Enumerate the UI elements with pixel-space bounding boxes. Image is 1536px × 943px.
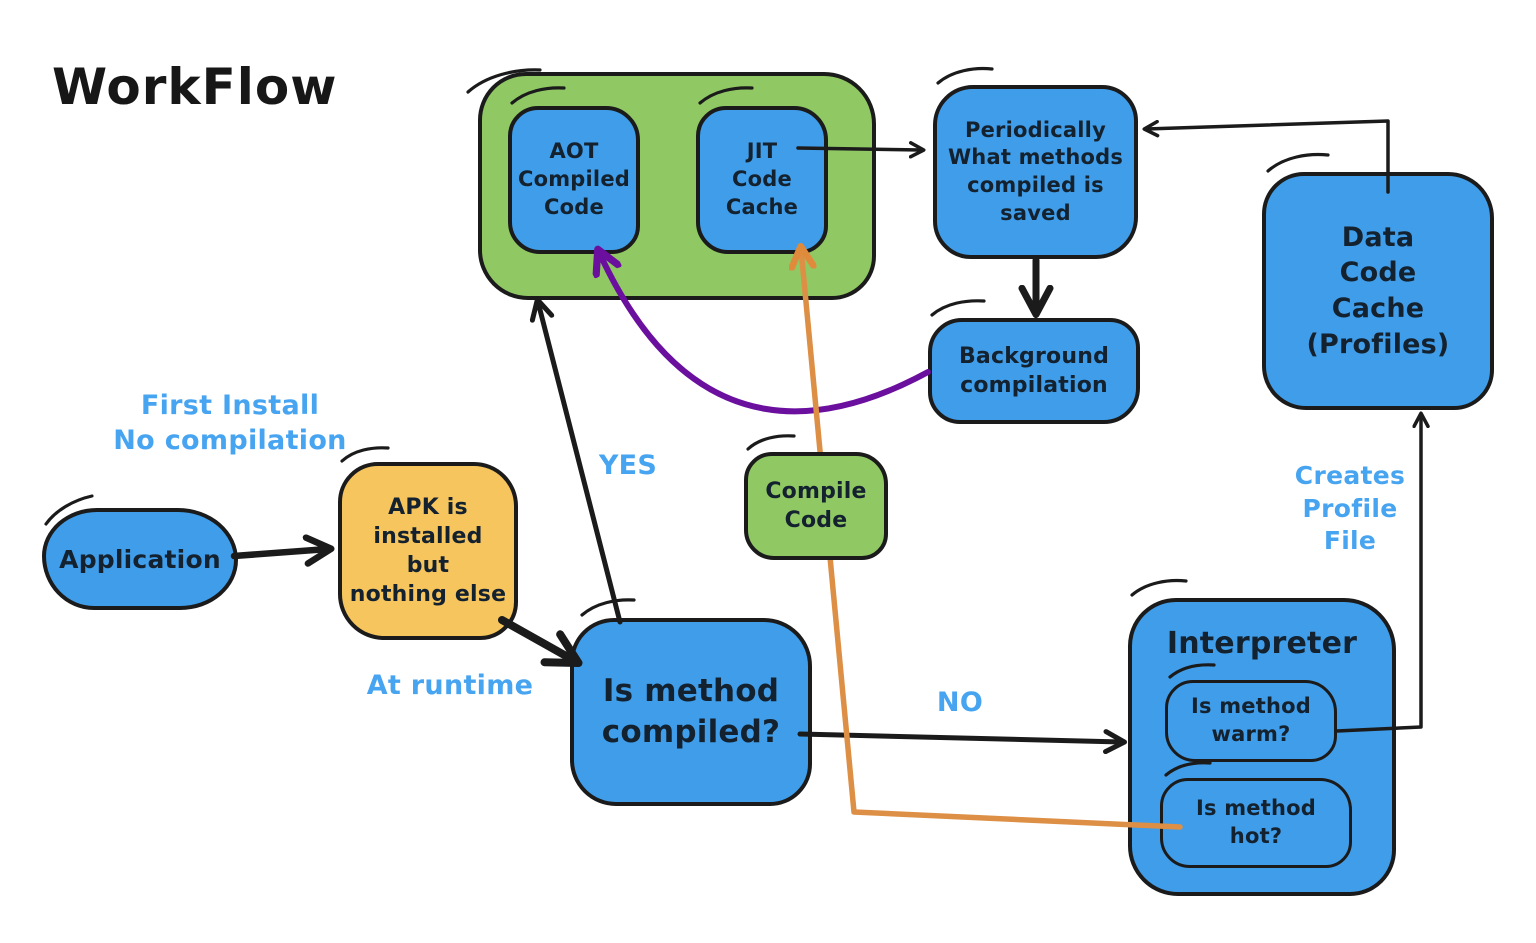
annotation-yes: YES	[598, 450, 658, 481]
node-aot-compiled-code: AOT Compiled Code	[508, 106, 640, 254]
node-jit-code-cache: JIT Code Cache	[696, 106, 828, 254]
node-is-method-hot: Is method hot?	[1160, 778, 1352, 868]
node-application: Application	[42, 508, 238, 610]
page-title: WorkFlow	[52, 58, 338, 116]
annotation-creates-profile-file: Creates Profile File	[1294, 461, 1406, 555]
node-apk-installed: APK is installed but nothing else	[338, 462, 518, 640]
annotation-first-install: First Install No compilation	[113, 390, 347, 457]
node-is-method-warm: Is method warm?	[1165, 680, 1337, 762]
annotation-at-runtime: At runtime	[366, 670, 534, 701]
node-background-compilation: Background compilation	[928, 318, 1140, 424]
arrow-application-to-apk	[230, 534, 335, 567]
annotation-no: NO	[936, 687, 984, 718]
interpreter-title: Interpreter	[1166, 626, 1358, 661]
node-periodically-saved: Periodically What methods compiled is sa…	[933, 85, 1138, 259]
node-data-code-cache: Data Code Cache (Profiles)	[1262, 172, 1494, 410]
arrow-apk-to-is-method-compiled	[498, 616, 583, 667]
arrow-no-to-interpreter	[797, 729, 1127, 755]
node-compile-code: Compile Code	[744, 452, 888, 560]
node-is-method-compiled: Is method compiled?	[570, 618, 812, 806]
